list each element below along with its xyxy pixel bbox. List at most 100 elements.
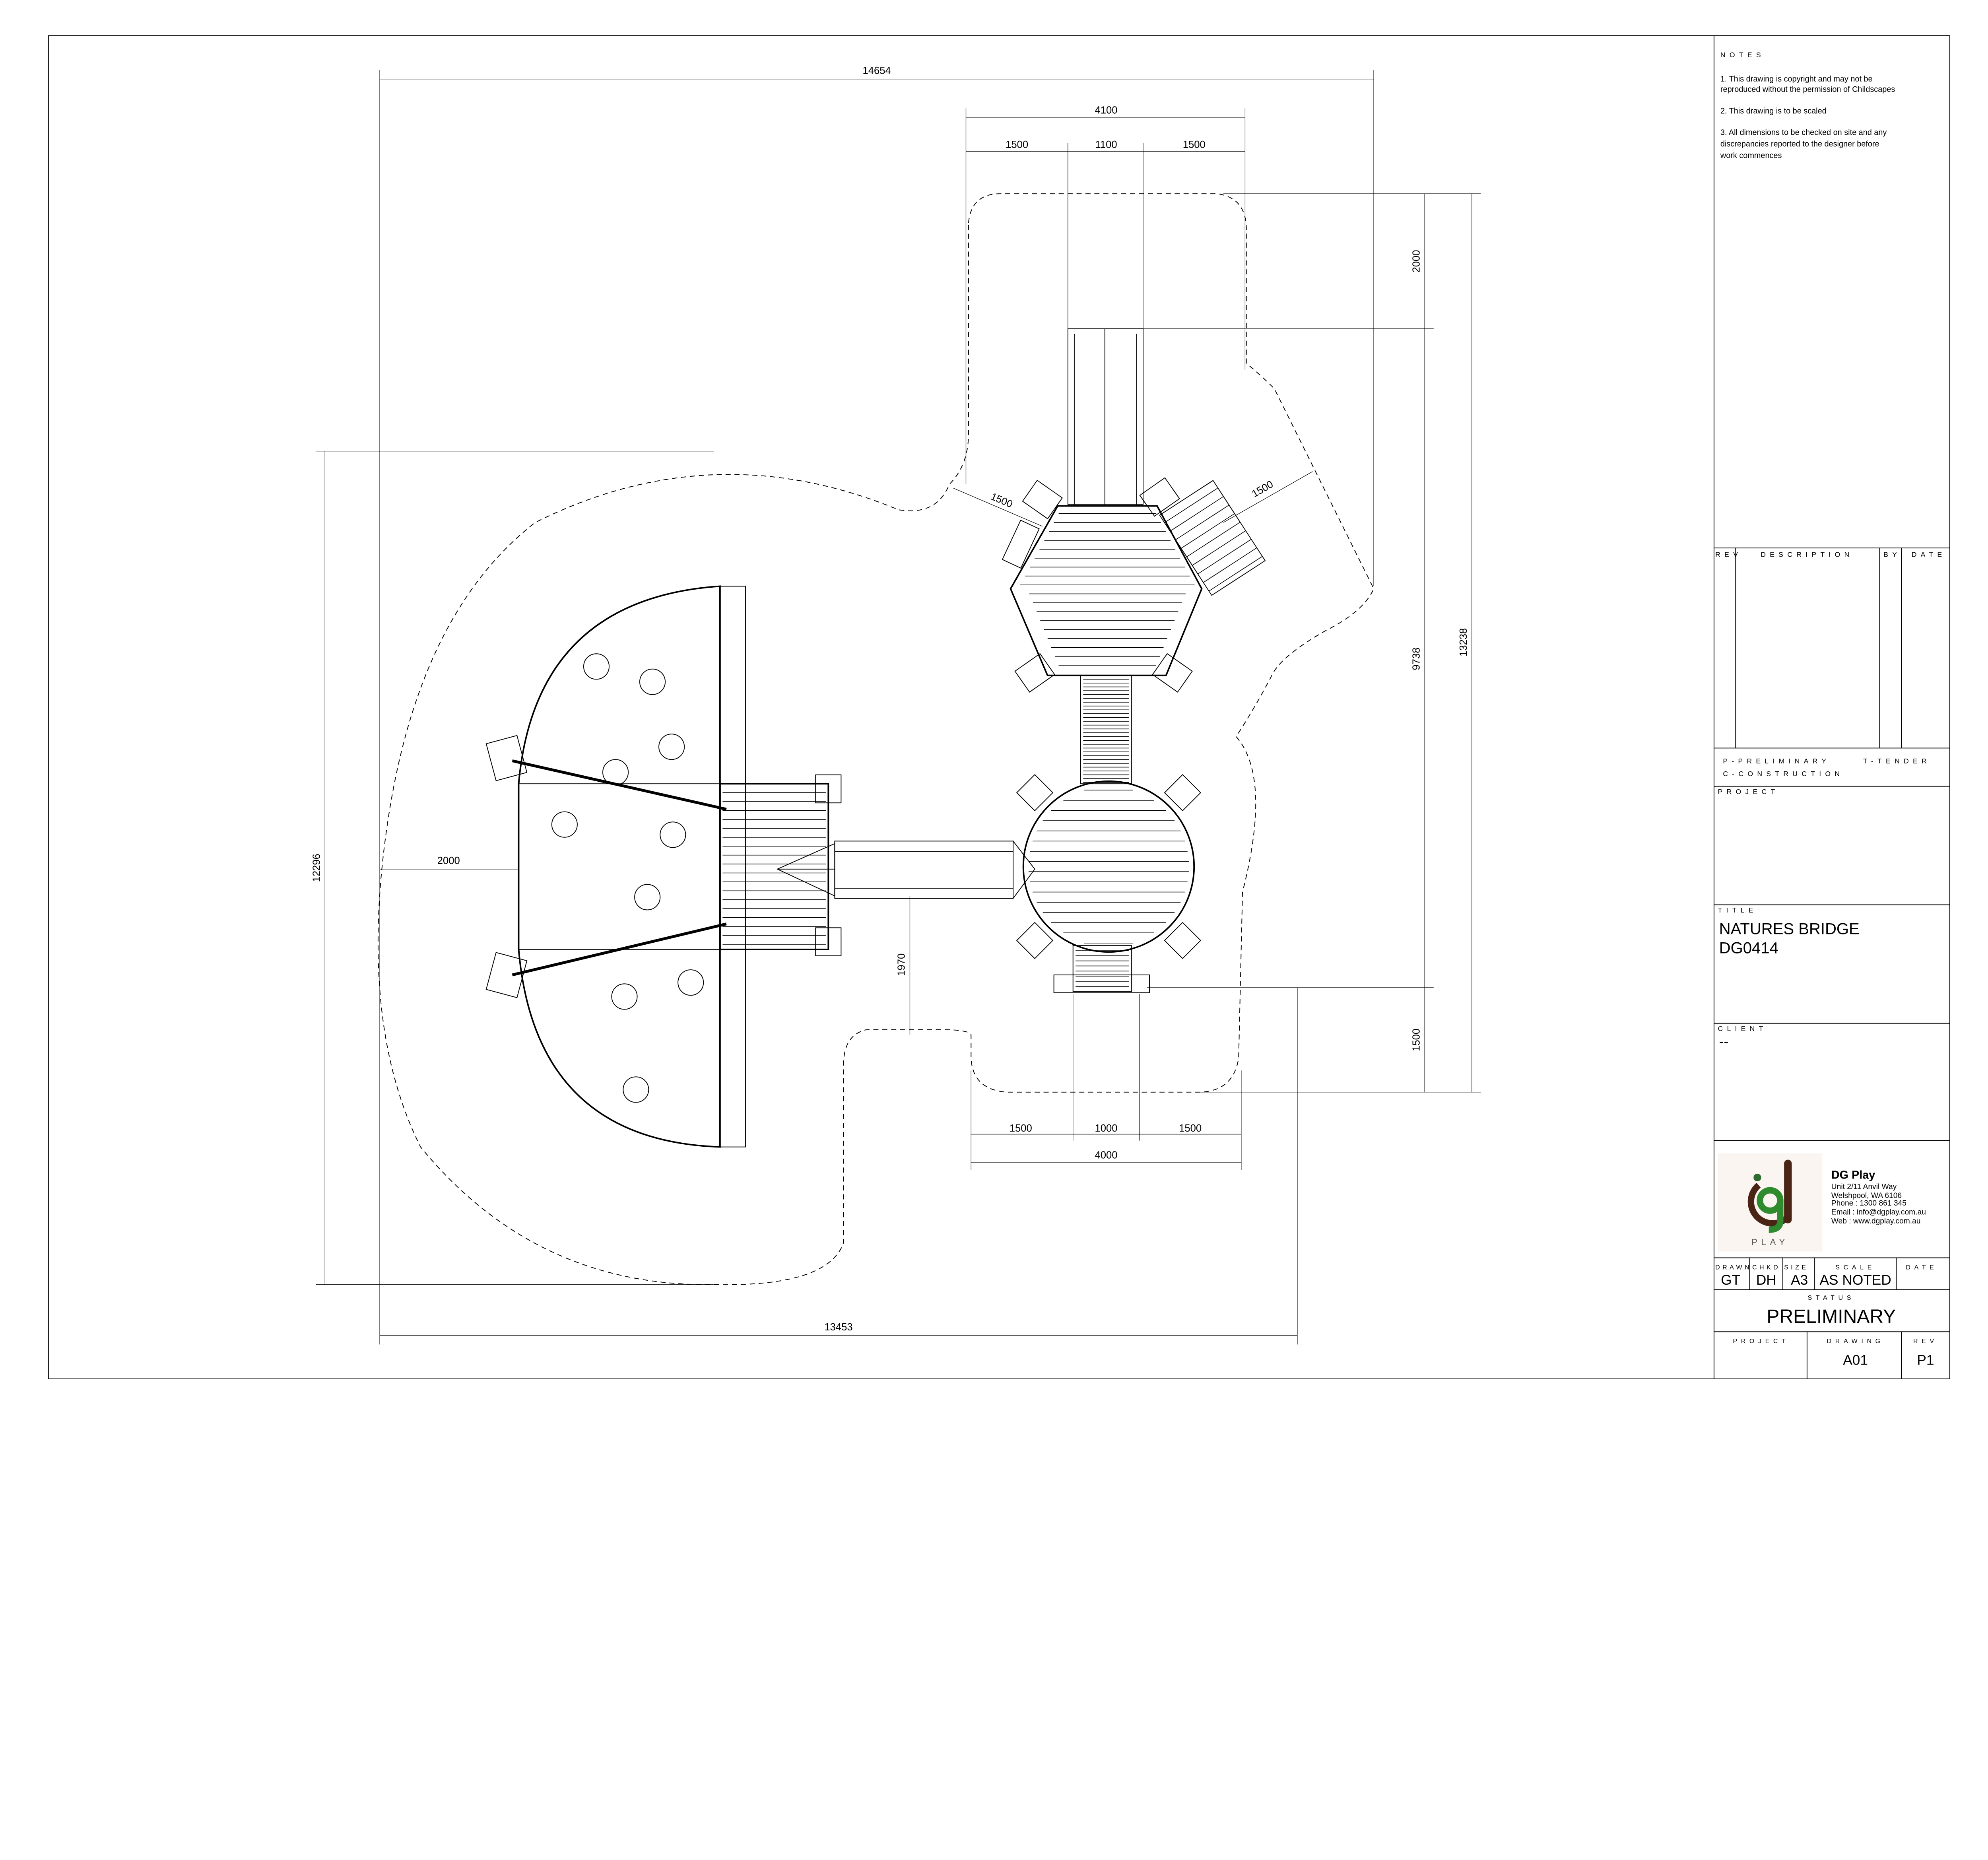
dim-bottom-right: 1500 [1179, 1123, 1202, 1134]
dim-tower-top-total: 4100 [1095, 105, 1118, 116]
date-header: DATE [1912, 551, 1946, 559]
company-web: Web : www.dgplay.com.au [1831, 1217, 1921, 1225]
status-legend-preliminary: P-PRELIMINARY [1723, 757, 1830, 765]
dim-left-offset: 2000 [437, 855, 460, 866]
dimension-lines [316, 70, 1481, 1345]
bottom-stairs [1053, 945, 1150, 993]
dim-tower-top-left: 1500 [1006, 139, 1028, 150]
rev-value: P1 [1917, 1353, 1934, 1368]
revision-table: REV DESCRIPTION BY DATE [1715, 551, 1946, 559]
dim-right-mid: 9738 [1411, 648, 1422, 670]
drawing-label: DRAWING [1827, 1338, 1884, 1345]
description-header: DESCRIPTION [1761, 551, 1853, 559]
stair-tread [1175, 505, 1229, 540]
stair-tread [1203, 548, 1257, 583]
horizontal-bridge [776, 840, 1035, 900]
drawing-number: A01 [1843, 1353, 1868, 1368]
drawing-sheet: 14654 4100 1500 1100 1500 2000 9738 1500… [48, 35, 1950, 1379]
square-deck [719, 774, 842, 956]
hex-deck-feet [1002, 477, 1193, 693]
hexagon-deck [1010, 505, 1203, 676]
side-stairs [1159, 480, 1266, 596]
climbing-hold [623, 1076, 649, 1103]
note-line: 3. All dimensions to be checked on site … [1720, 128, 1887, 137]
note-line: work commences [1720, 151, 1782, 160]
client-label: CLIENT [1718, 1025, 1767, 1033]
status-value: PRELIMINARY [1767, 1306, 1896, 1327]
logo-text: PLAY [1751, 1237, 1789, 1247]
footer-project-label: PROJECT [1733, 1338, 1789, 1345]
by-header: BY [1883, 551, 1901, 559]
stair-tread [1192, 530, 1246, 566]
dim-right-top: 2000 [1411, 250, 1422, 273]
drawing-title: NATURES BRIDGE [1719, 920, 1860, 938]
chkd-value: DH [1756, 1272, 1776, 1288]
company-logo: PLAY [1718, 1153, 1823, 1252]
rev-header: REV [1715, 551, 1742, 559]
date-label: DATE [1906, 1264, 1938, 1271]
plan-view: 14654 4100 1500 1100 1500 2000 9738 1500… [311, 65, 1481, 1345]
project-label: PROJECT [1718, 788, 1779, 796]
dim-clear-right-diag: 1500 [1250, 479, 1275, 500]
company-name: DG Play [1831, 1169, 1875, 1182]
drawn-value: GT [1721, 1272, 1740, 1288]
stair-tread [1164, 487, 1218, 523]
stair-tread [1170, 496, 1224, 532]
notes-heading: NOTES [1720, 51, 1765, 59]
title-label: TITLE [1718, 906, 1757, 914]
dim-tower-top-right: 1500 [1183, 139, 1206, 150]
round-deck [1016, 774, 1202, 959]
company-phone: Phone : 1300 861 345 [1831, 1199, 1906, 1208]
client-value: -- [1719, 1034, 1728, 1049]
dim-bottom-left: 1500 [1010, 1123, 1032, 1134]
safety-zone-boundary [377, 193, 1375, 1285]
climbing-hold [660, 821, 686, 848]
dimension-labels: 14654 4100 1500 1100 1500 2000 9738 1500… [311, 65, 1469, 1333]
climbing-hold [678, 969, 704, 996]
slide [1067, 328, 1143, 505]
dim-bottom-total: 4000 [1095, 1149, 1118, 1161]
chkd-label: CHKD [1752, 1264, 1780, 1271]
note-line: discrepancies reported to the designer b… [1720, 140, 1879, 149]
cable-anchors [485, 735, 727, 998]
dim-overall-top: 14654 [862, 65, 891, 76]
drawing-code: DG0414 [1719, 939, 1778, 957]
size-value: A3 [1791, 1272, 1808, 1288]
note-line: 2. This drawing is to be scaled [1720, 107, 1827, 115]
scale-label: SCALE [1835, 1264, 1875, 1271]
climbing-hold [551, 811, 578, 838]
dim-left-total: 12296 [311, 854, 322, 882]
title-block: NOTES 1. This drawing is copyright and m… [1714, 51, 1950, 1379]
notes-section: NOTES 1. This drawing is copyright and m… [1720, 51, 1895, 160]
dim-right-total: 13238 [1458, 628, 1469, 656]
info-row: DRAWN GT CHKD DH SIZE A3 SCALE AS NOTED … [1715, 1264, 1938, 1288]
stair-tread [1186, 522, 1241, 557]
vertical-bridge [1080, 675, 1132, 784]
status-legend-construction: C-CONSTRUCTION [1723, 770, 1844, 778]
company-email: Email : info@dgplay.com.au [1831, 1208, 1926, 1216]
scale-value: AS NOTED [1820, 1272, 1891, 1288]
sheet-border [48, 35, 1950, 1379]
status-legend-tender: T-TENDER [1863, 757, 1931, 765]
dim-right-bottom: 1500 [1411, 1029, 1422, 1051]
rev-label: REV [1913, 1338, 1938, 1345]
stair-tread [1209, 556, 1263, 592]
company-address-1: Unit 2/11 Anvil Way [1831, 1182, 1897, 1191]
note-line: reproduced without the permission of Chi… [1720, 85, 1895, 94]
climbing-hold [658, 734, 685, 760]
climbing-hold [611, 983, 638, 1010]
dim-clear-left-diag: 1500 [989, 491, 1014, 510]
climbing-hold [639, 668, 666, 695]
climbing-wall [518, 585, 746, 1148]
dim-bottom-mid: 1000 [1095, 1123, 1118, 1134]
size-label: SIZE [1784, 1264, 1808, 1271]
status-label: STATUS [1808, 1294, 1855, 1301]
climbing-hold [583, 653, 610, 680]
note-line: 1. This drawing is copyright and may not… [1720, 75, 1873, 83]
dim-overall-bottom: 13453 [824, 1322, 852, 1333]
title-block-grid [1714, 548, 1950, 1379]
stair-tread [1198, 539, 1252, 575]
dim-tower-top-mid: 1100 [1095, 139, 1117, 150]
climbing-hold [634, 884, 661, 911]
company-address-2: Welshpool, WA 6106 [1831, 1192, 1902, 1200]
